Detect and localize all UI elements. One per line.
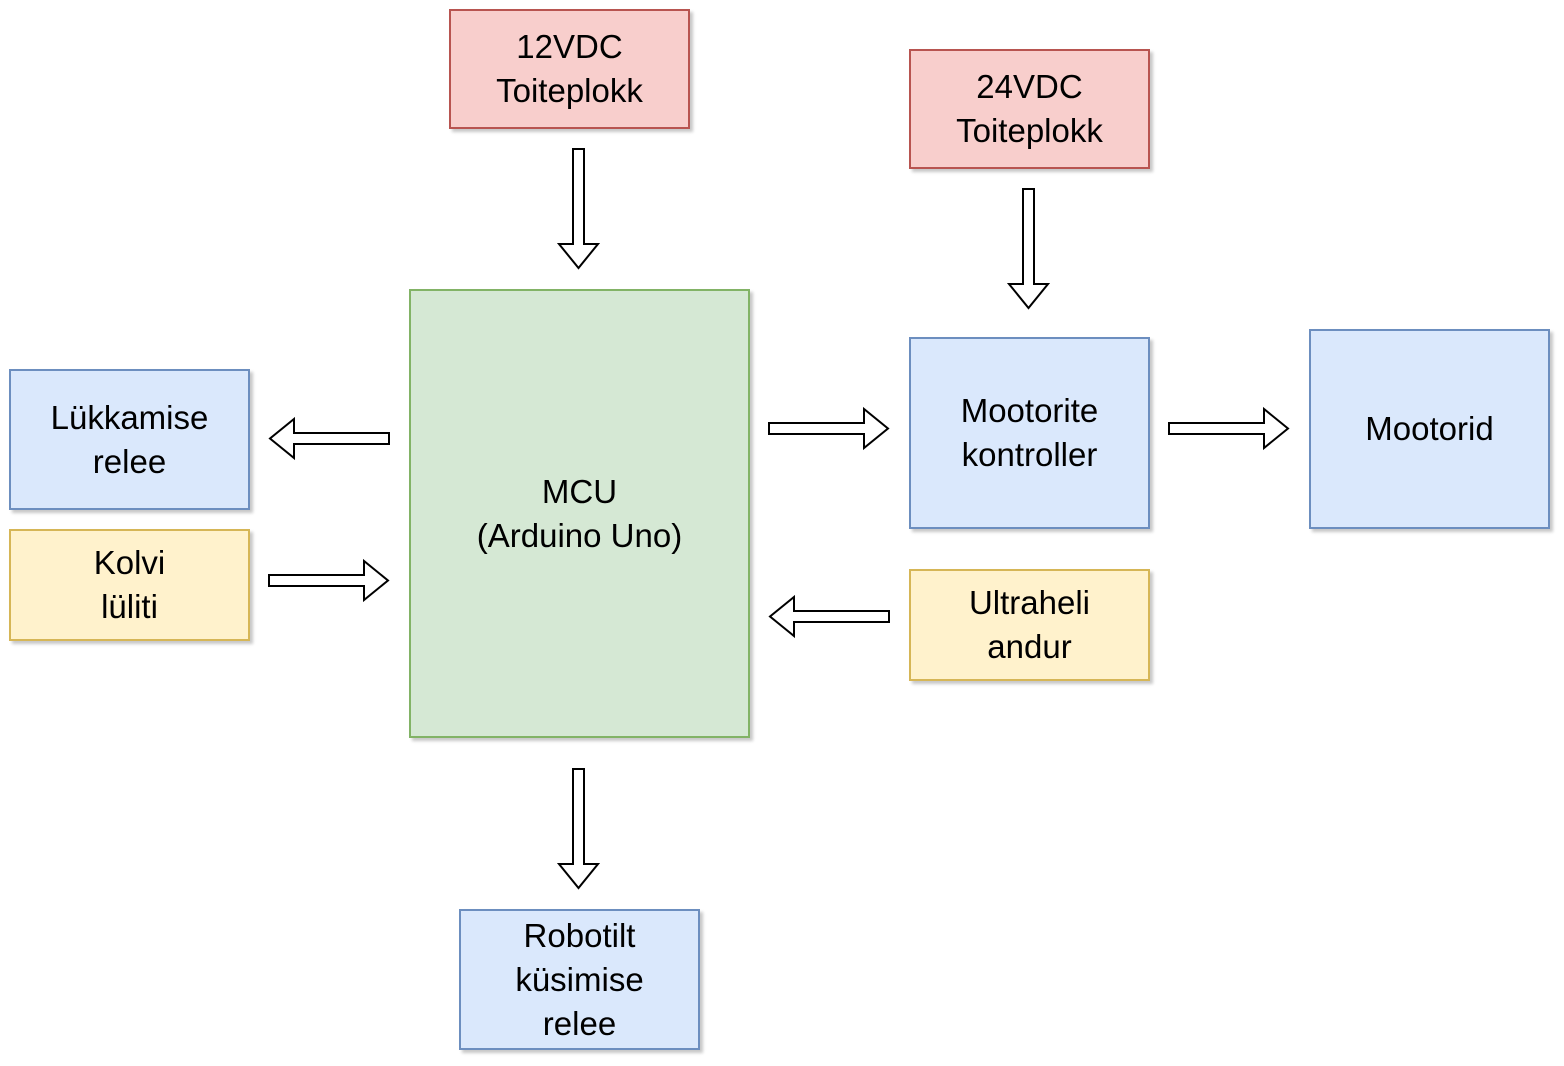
psu-24v-block[interactable]: 24VDC Toiteplokk — [909, 49, 1150, 169]
ultrasonic-sensor-label: Ultraheli andur — [968, 584, 1091, 665]
ultrasonic-sensor-block[interactable]: Ultraheli andur — [909, 569, 1150, 681]
motors-block[interactable]: Mootorid — [1309, 329, 1550, 529]
solder-switch-block[interactable]: Kolvi lüliti — [9, 529, 250, 641]
motors-label: Mootorid — [1365, 410, 1494, 447]
psu-12v-block[interactable]: 12VDC Toiteplokk — [449, 9, 690, 129]
mcu-block[interactable]: MCU (Arduino Uno) — [409, 289, 750, 738]
arrow-mcu-to-robot-query-relay — [556, 768, 601, 890]
motor-controller-label: Mootorite kontroller — [960, 392, 1099, 473]
psu-12v-label: 12VDC Toiteplokk — [496, 28, 643, 109]
solder-switch-label: Kolvi lüliti — [93, 544, 166, 625]
arrow-ultrasonic-sensor-to-mcu — [768, 594, 890, 639]
arrow-mcu-to-push-relay — [268, 416, 390, 461]
arrow-mcu-to-motor-controller — [768, 406, 890, 451]
psu-24v-label: 24VDC Toiteplokk — [956, 68, 1103, 149]
robot-query-relay-label: Robotilt küsimise relee — [515, 916, 644, 1042]
arrow-solder-switch-to-mcu — [268, 558, 390, 603]
arrow-motor-controller-to-motors — [1168, 406, 1290, 451]
push-relay-block[interactable]: Lükkamise relee — [9, 369, 250, 510]
arrow-psu12v-to-mcu — [556, 148, 601, 270]
push-relay-label: Lükkamise relee — [50, 398, 209, 480]
motor-controller-block[interactable]: Mootorite kontroller — [909, 337, 1150, 529]
robot-query-relay-block[interactable]: Robotilt küsimise relee — [459, 909, 700, 1050]
mcu-label: MCU (Arduino Uno) — [476, 472, 683, 554]
arrow-psu24v-to-motor-controller — [1006, 188, 1051, 310]
